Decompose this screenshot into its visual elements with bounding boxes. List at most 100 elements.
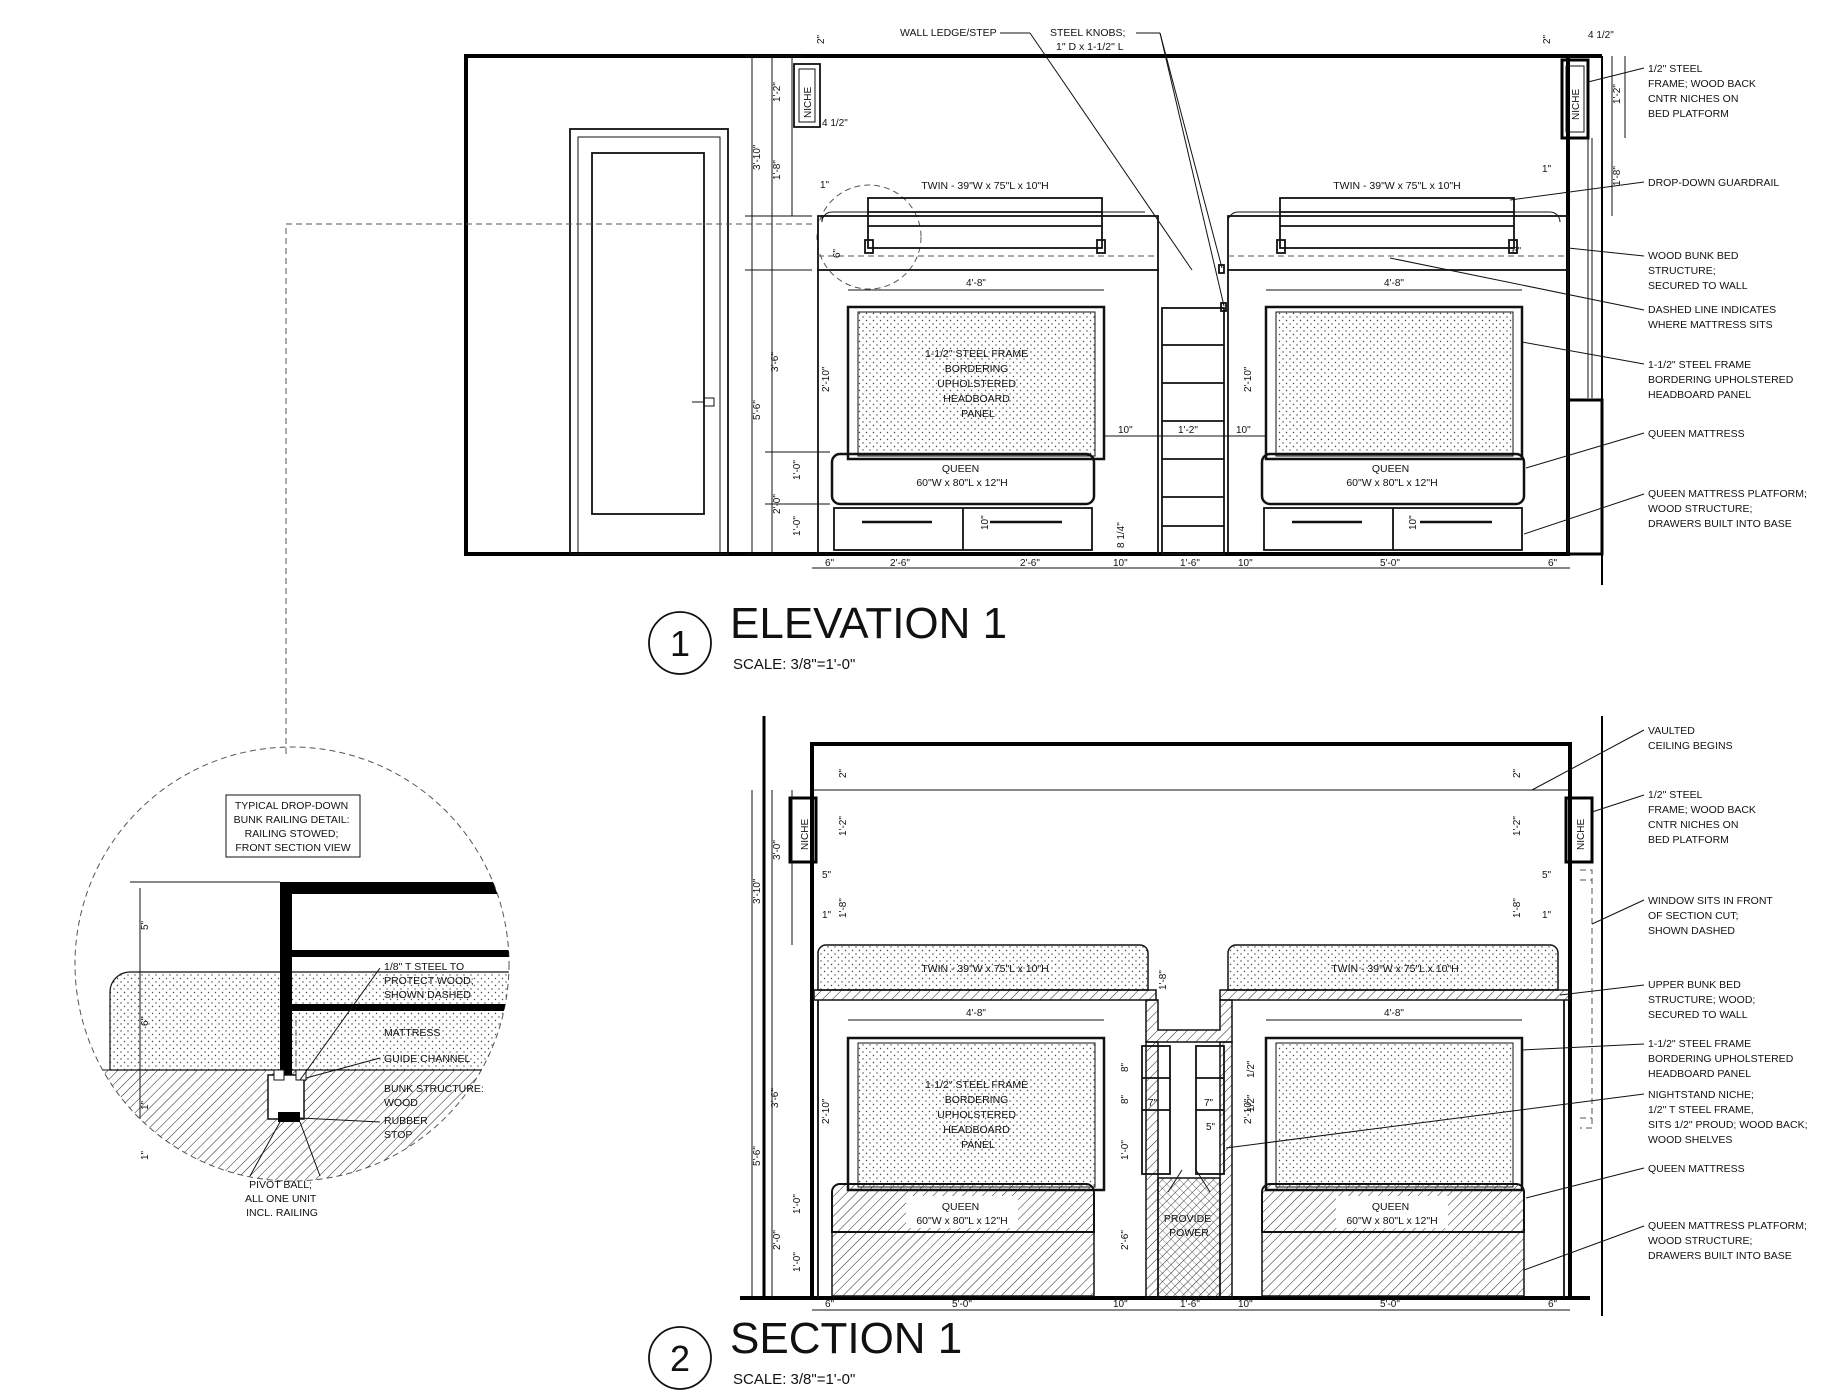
twin-label-left: TWIN - 39"W x 75"L x 10"H <box>921 963 1049 975</box>
queen-bed-left: QUEEN 60"W x 80"L x 12"H <box>830 452 1096 551</box>
svg-text:1": 1" <box>1542 910 1552 921</box>
callout: 1/2" STEEL FRAME; WOOD BACK CNTR NICHES … <box>1648 789 1759 846</box>
svg-text:1'-8": 1'-8" <box>772 160 783 180</box>
svg-text:1": 1" <box>140 1100 151 1110</box>
provide-power-note: PROVIDE POWER <box>1164 1213 1214 1239</box>
niche-left: NICHE <box>793 63 821 128</box>
svg-text:8": 8" <box>1120 1094 1131 1104</box>
headboard-left: 1-1/2" STEEL FRAME BORDERING UPHOLSTERED… <box>846 305 1106 461</box>
niche-label: NICHE <box>803 87 814 118</box>
callout: NIGHTSTAND NICHE; 1/2" T STEEL FRAME, SI… <box>1648 1089 1810 1146</box>
svg-text:1'-2": 1'-2" <box>838 816 849 836</box>
svg-text:6": 6" <box>1548 558 1558 569</box>
view-title: ELEVATION 1 <box>730 599 1007 648</box>
svg-text:5'-6": 5'-6" <box>752 1146 763 1166</box>
svg-text:7": 7" <box>1148 1098 1158 1109</box>
section-headboard-right <box>1264 1036 1524 1192</box>
callout: WINDOW SITS IN FRONT OF SECTION CUT; SHO… <box>1648 895 1776 937</box>
svg-text:1'-6": 1'-6" <box>1180 1299 1200 1310</box>
svg-text:2'-10": 2'-10" <box>821 366 832 392</box>
svg-text:NICHE: NICHE <box>1576 819 1587 850</box>
svg-text:5": 5" <box>1542 870 1552 881</box>
svg-text:8 1/4": 8 1/4" <box>1116 522 1127 548</box>
svg-text:3'-0": 3'-0" <box>772 840 783 860</box>
svg-text:2'-10": 2'-10" <box>1243 1098 1254 1124</box>
svg-text:1'-8": 1'-8" <box>838 898 849 918</box>
svg-text:5": 5" <box>1206 1122 1216 1133</box>
svg-text:5": 5" <box>140 920 151 930</box>
queen-label: QUEEN 60"W x 80"L x 12"H <box>916 463 1007 489</box>
callout-steel-knobs: STEEL KNOBS; 1" D x 1-1/2" L <box>1050 27 1128 53</box>
svg-text:5'-6": 5'-6" <box>752 400 763 420</box>
view-number: 2 <box>670 1338 690 1379</box>
elevation-dimensions: 3'-10" 1'-8" 1'-2" 2" 4 1/2" 1" 6" 3'-6"… <box>745 30 1626 569</box>
svg-text:1": 1" <box>1542 164 1552 175</box>
section-right-callouts: VAULTED CEILING BEGINS 1/2" STEEL FRAME;… <box>1225 725 1810 1271</box>
section-1: NICHE NICHE TWIN - 39"W x 75"L x 10"H TW… <box>648 716 1810 1390</box>
callout: VAULTED CEILING BEGINS <box>1648 725 1733 752</box>
svg-text:2": 2" <box>1512 768 1523 778</box>
queen-label: QUEEN 60"W x 80"L x 12"H <box>916 1201 1007 1227</box>
svg-text:10": 10" <box>1113 1299 1128 1310</box>
svg-text:10": 10" <box>1408 515 1419 530</box>
svg-text:6": 6" <box>825 1299 835 1310</box>
svg-text:1/2": 1/2" <box>1246 1060 1257 1078</box>
section-upper-bunks: TWIN - 39"W x 75"L x 10"H TWIN - 39"W x … <box>813 944 1571 1043</box>
section-niche-right: NICHE <box>1564 796 1594 864</box>
headboard-right <box>1264 305 1524 461</box>
svg-text:4'-8": 4'-8" <box>966 1008 986 1019</box>
svg-text:2'-6": 2'-6" <box>890 558 910 569</box>
svg-text:2": 2" <box>816 34 827 44</box>
svg-text:4 1/2": 4 1/2" <box>1588 30 1614 41</box>
svg-text:10": 10" <box>1238 558 1253 569</box>
svg-text:6": 6" <box>1548 1299 1558 1310</box>
twin-label-right: TWIN - 39"W x 75"L x 10"H <box>1333 180 1461 192</box>
svg-text:NICHE: NICHE <box>800 819 811 850</box>
detail-title: TYPICAL DROP-DOWN BUNK RAILING DETAIL: R… <box>234 800 353 854</box>
railing-detail: TYPICAL DROP-DOWN BUNK RAILING DETAIL: R… <box>74 746 510 1219</box>
queen-bed-right: QUEEN 60"W x 80"L x 12"H <box>1260 452 1526 551</box>
section-queen-bed-right: QUEEN 60"W x 80"L x 12"H <box>1261 1183 1525 1297</box>
svg-text:10": 10" <box>1238 1299 1253 1310</box>
svg-text:1'-2": 1'-2" <box>1512 816 1523 836</box>
detail-note-mattress: MATTRESS <box>384 1027 440 1039</box>
detail-note-steel: 1/8" T STEEL TO PROTECT WOOD; SHOWN DASH… <box>384 961 477 1001</box>
svg-text:1": 1" <box>822 910 832 921</box>
upper-bunk-left: TWIN - 39"W x 75"L x 10"H <box>817 180 1159 271</box>
svg-text:3'-6": 3'-6" <box>770 352 781 372</box>
svg-text:2'-0": 2'-0" <box>772 494 783 514</box>
detail-note-guide: GUIDE CHANNEL <box>384 1053 471 1065</box>
wall-ledge-steps <box>1161 264 1227 555</box>
svg-text:10": 10" <box>1118 425 1133 436</box>
svg-text:1": 1" <box>140 1150 151 1160</box>
svg-text:6": 6" <box>832 248 843 258</box>
svg-text:4'-8": 4'-8" <box>966 278 986 289</box>
callout: 1-1/2" STEEL FRAME BORDERING UPHOLSTERED… <box>1648 1038 1796 1080</box>
svg-text:1": 1" <box>820 180 830 191</box>
headboard-frame-note: 1-1/2" STEEL FRAME BORDERING UPHOLSTERED… <box>925 1079 1031 1151</box>
callout: DASHED LINE INDICATES WHERE MATTRESS SIT… <box>1648 304 1779 331</box>
svg-text:8": 8" <box>1120 1062 1131 1072</box>
svg-text:5'-0": 5'-0" <box>952 1299 972 1310</box>
section-nightstand-column: PROVIDE POWER <box>1141 1041 1233 1299</box>
svg-text:10": 10" <box>980 515 991 530</box>
svg-text:1'-0": 1'-0" <box>792 516 803 536</box>
svg-text:1'-0": 1'-0" <box>792 1194 803 1214</box>
view-title: SECTION 1 <box>730 1314 962 1363</box>
svg-text:1'-2": 1'-2" <box>1178 425 1198 436</box>
callout: WOOD BUNK BED STRUCTURE; SECURED TO WALL <box>1648 250 1748 292</box>
svg-text:5'-0": 5'-0" <box>1380 558 1400 569</box>
svg-text:10": 10" <box>1236 425 1251 436</box>
elevation-right-callouts: 1/2" STEEL FRAME; WOOD BACK CNTR NICHES … <box>1389 63 1807 535</box>
svg-text:1'-8": 1'-8" <box>1158 970 1169 990</box>
twin-label-right: TWIN - 39"W x 75"L x 10"H <box>1331 963 1459 975</box>
section-queen-bed-left: QUEEN 60"W x 80"L x 12"H <box>831 1183 1095 1297</box>
section-niche-left: NICHE <box>788 796 818 864</box>
svg-text:1'-2": 1'-2" <box>1612 84 1623 104</box>
callout-wall-ledge: WALL LEDGE/STEP <box>900 27 997 39</box>
callout: QUEEN MATTRESS <box>1648 1163 1745 1175</box>
svg-text:7": 7" <box>1204 1098 1214 1109</box>
svg-text:5'-0": 5'-0" <box>1380 1299 1400 1310</box>
queen-label: QUEEN 60"W x 80"L x 12"H <box>1346 463 1437 489</box>
svg-text:2'-6": 2'-6" <box>1120 1230 1131 1250</box>
